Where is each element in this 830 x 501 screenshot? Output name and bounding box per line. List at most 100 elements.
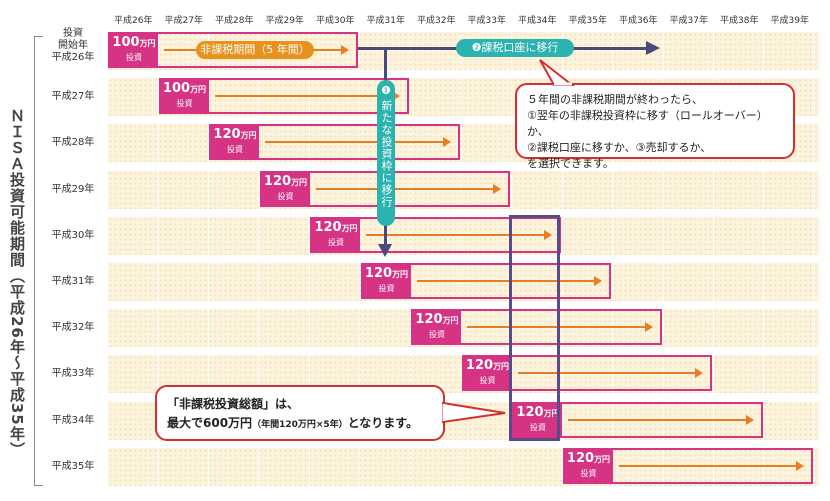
investment-badge: 100万円 投資 <box>110 34 158 66</box>
row-label: 平成33年 <box>51 368 95 380</box>
callout-line: ５年間の非課税期間が終わったら、 <box>527 93 703 106</box>
period-arrow <box>517 368 703 379</box>
investment-amount: 120 <box>516 404 544 420</box>
year-header: 平成32年 <box>417 16 456 26</box>
investment-badge: 120万円投資 <box>413 311 461 344</box>
investment-badge: 120万円投資 <box>463 357 512 390</box>
investment-unit: 万円 <box>190 85 207 95</box>
year-header: 平成34年 <box>518 16 557 26</box>
investment-period: 120万円投資 <box>512 401 763 438</box>
callout-line: を選択できます。 <box>527 157 614 170</box>
investment-period: 120万円投資 <box>360 263 611 299</box>
total-callout-amount: 最大で600万円 <box>167 416 253 430</box>
investment-unit: 万円 <box>291 177 308 187</box>
first-row-label: 投資 開始年 平成26年 <box>44 28 102 64</box>
callout-line: ①翌年の非課税投資枠に移す（ロールオーバー）か、 <box>527 109 768 138</box>
investment-badge: 120万円投資 <box>564 449 613 482</box>
investment-label: 投資 <box>227 145 243 155</box>
investment-unit: 万円 <box>543 408 560 418</box>
investment-amount: 120 <box>213 127 241 143</box>
year-header: 平成27年 <box>164 16 203 26</box>
investment-amount: 120 <box>314 219 342 235</box>
move-new-quota-text: 新たな投資枠に移行 <box>380 100 393 208</box>
row-label: 平成34年 <box>51 414 95 426</box>
total-highlight-frame <box>509 215 560 441</box>
period-arrow <box>467 322 652 333</box>
investment-unit: 万円 <box>442 316 459 326</box>
rollover-callout: ５年間の非課税期間が終わったら、 ①翌年の非課税投資枠に移す（ロールオーバー）か… <box>515 83 795 170</box>
investment-badge: 120万円投資 <box>312 218 360 251</box>
period-arrow <box>366 229 551 240</box>
move-taxable-pill: ❷課税口座に移行 <box>456 39 574 57</box>
investment-label: 投資 <box>429 330 445 340</box>
first-row-label-line: 投資 <box>63 28 83 39</box>
row-background <box>108 447 819 486</box>
period-arrow <box>416 276 602 286</box>
investment-amount: 120 <box>566 450 595 466</box>
investment-amount: 120 <box>263 173 292 189</box>
period-arrow <box>315 183 501 194</box>
investment-amount: 120 <box>465 358 494 374</box>
investment-unit: 万円 <box>341 223 358 233</box>
investment-unit: 万円 <box>493 362 510 372</box>
period-arrow <box>265 137 450 148</box>
total-callout-end: となります。 <box>347 416 419 430</box>
investment-unit: 万円 <box>139 39 156 48</box>
callout-line: ②課税口座に移すか、③売却するか、 <box>527 141 712 154</box>
row-background <box>108 216 819 255</box>
move-new-quota-pill: ❶ 新たな投資枠に移行 <box>377 80 395 226</box>
investment-amount: 120 <box>364 266 393 281</box>
year-header: 平成33年 <box>467 16 506 26</box>
first-row-label-line: 開始年 <box>58 40 88 51</box>
year-header: 平成30年 <box>316 16 355 26</box>
year-header: 平成31年 <box>366 16 405 26</box>
investment-label: 投資 <box>530 422 546 432</box>
nontax-period-pill: 非課税期間（5 年間） <box>196 41 314 59</box>
total-callout-detail: （年間120万円×5年） <box>252 420 348 430</box>
year-header: 平成36年 <box>619 16 658 26</box>
investment-label: 投資 <box>176 99 193 109</box>
row-background <box>108 309 819 348</box>
rollover-callout-tail <box>539 59 575 86</box>
row-label: 平成28年 <box>51 137 95 149</box>
investment-amount: 100 <box>112 35 140 50</box>
row-label: 平成35年 <box>51 460 95 472</box>
investment-period-h26: 100万円 投資 非課税期間（5 年間） <box>108 32 358 68</box>
row-label: 平成30年 <box>51 229 95 241</box>
row-label: 平成32年 <box>51 322 95 334</box>
investment-amount: 120 <box>415 312 443 328</box>
investment-period: 120万円投資 <box>411 309 662 346</box>
period-arrow <box>568 414 753 425</box>
year-header: 平成37年 <box>669 16 708 26</box>
first-row-label-line: 平成26年 <box>51 52 95 63</box>
taxable-flow-arrowhead <box>646 41 660 55</box>
investment-unit: 万円 <box>392 270 409 279</box>
investment-label: 投資 <box>378 284 395 293</box>
investment-badge: 120万円投資 <box>514 403 562 436</box>
investment-label: 投資 <box>277 191 294 201</box>
investment-period: 120万円投資 <box>209 124 460 161</box>
vertical-title: ＮＩＳＡ投資可能期間（平成26年〜平成35年） <box>8 108 26 458</box>
new-quota-flow-arrowhead <box>378 244 392 257</box>
row-label: 平成29年 <box>51 183 95 195</box>
year-header: 平成38年 <box>720 16 759 26</box>
investment-unit: 万円 <box>240 131 257 141</box>
row-background <box>108 263 819 301</box>
year-header: 平成26年 <box>114 16 153 26</box>
year-header: 平成35年 <box>568 16 607 26</box>
period-bracket <box>34 36 43 486</box>
year-header: 平成39年 <box>770 16 809 26</box>
investment-unit: 万円 <box>594 454 611 464</box>
investment-badge: 100万円投資 <box>160 80 209 113</box>
period-arrow <box>214 91 400 102</box>
investment-label: 投資 <box>328 237 344 247</box>
total-callout-line: 「非課税投資総額」は、 <box>167 397 300 411</box>
row-label: 平成27年 <box>51 91 95 103</box>
investment-period: 120万円投資 <box>461 355 712 392</box>
investment-badge: 120万円投資 <box>211 126 259 159</box>
investment-badge: 120万円投資 <box>362 265 411 297</box>
year-header: 平成29年 <box>265 16 304 26</box>
investment-label: 投資 <box>479 376 496 386</box>
investment-amount: 100 <box>162 81 191 97</box>
total-callout-tail <box>442 401 506 424</box>
